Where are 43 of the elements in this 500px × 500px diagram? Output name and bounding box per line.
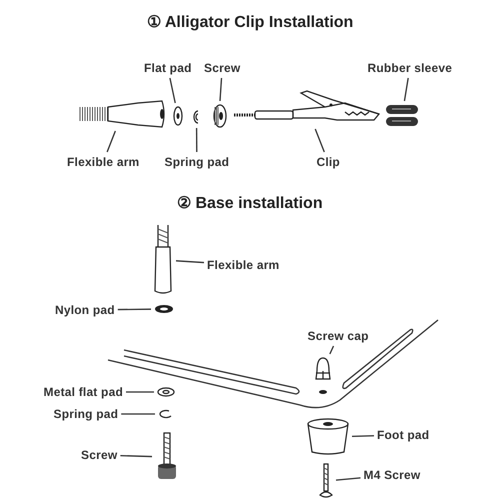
part-label: Screw: [204, 61, 240, 75]
section-heading: ① Alligator Clip Installation: [147, 13, 354, 32]
washer-drawing: [154, 304, 174, 314]
leader-line: [314, 128, 325, 152]
flexible-arm-drawing: [153, 225, 173, 295]
leader-line: [336, 477, 361, 481]
part-label: Nylon pad: [55, 303, 115, 317]
part-label: Rubber sleeve: [368, 61, 452, 75]
leader-line: [120, 454, 152, 458]
leader-line: [352, 435, 374, 437]
screw-drawing: [211, 104, 227, 128]
part-label: Clip: [316, 155, 340, 169]
part-label: Screw cap: [308, 329, 369, 343]
part-label: Spring pad: [164, 155, 230, 169]
thumb-screw-drawing: [155, 432, 179, 482]
rubber-sleeve-drawing: [385, 104, 419, 128]
part-label: Screw: [81, 448, 118, 462]
leader-line: [219, 78, 222, 102]
section-heading: ② Base installation: [177, 194, 323, 213]
part-label: Metal flat pad: [44, 385, 123, 399]
screw-drawing: [319, 463, 333, 499]
leader-line: [329, 346, 334, 354]
flexible-arm-drawing: [78, 100, 166, 128]
leader-line: [118, 308, 151, 310]
cap-nut-drawing: [314, 357, 332, 381]
part-label: Flexible arm: [67, 155, 140, 169]
foot-pad-drawing: [307, 418, 349, 456]
spring-washer-drawing: [158, 409, 174, 419]
washer-drawing: [157, 387, 175, 397]
leader-line: [106, 130, 116, 152]
part-label: Foot pad: [377, 428, 430, 442]
part-label: M4 Screw: [364, 468, 420, 482]
washer-drawing: [173, 106, 183, 126]
leader-line: [126, 391, 154, 393]
leader-line: [176, 260, 204, 264]
leader-line: [121, 413, 155, 415]
part-label: Flexible arm: [207, 258, 280, 272]
leader-line: [169, 78, 176, 104]
spring-washer-drawing: [192, 109, 201, 125]
leader-line: [196, 128, 198, 152]
part-label: Flat pad: [144, 61, 192, 75]
leader-line: [404, 78, 409, 102]
part-label: Spring pad: [54, 407, 118, 421]
